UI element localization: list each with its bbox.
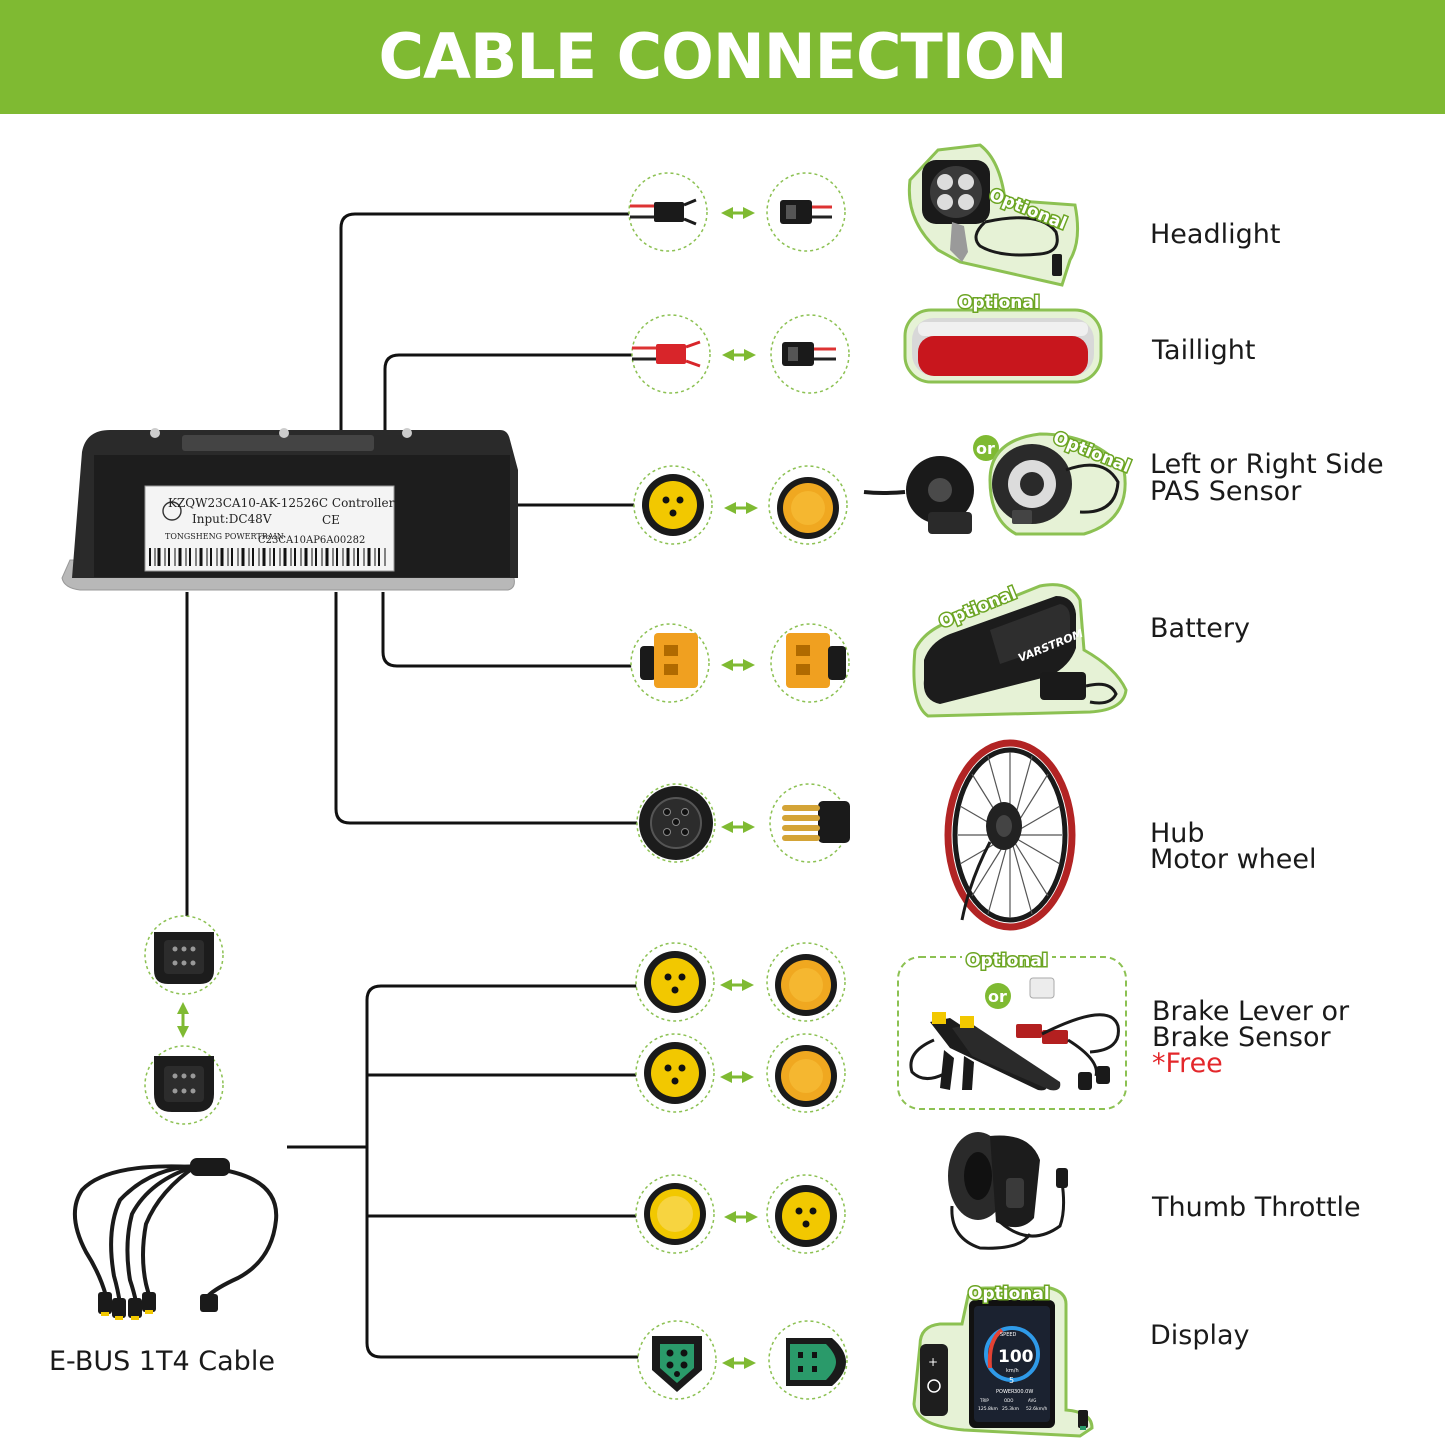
page-title: CABLE CONNECTION [378, 20, 1068, 93]
connector-icon [782, 801, 850, 843]
display-avg-label: AVG [1028, 1398, 1036, 1403]
connector-icon [639, 786, 713, 860]
label-display: Display [1150, 1320, 1250, 1351]
display-trip: 125.8km [978, 1406, 998, 1412]
wire-taillight [383, 353, 640, 430]
taillight-icon: Optional [903, 292, 1103, 384]
controller-input: Input:DC48V [192, 512, 272, 526]
connector-icon [782, 342, 836, 366]
connector-pair-battery [630, 623, 850, 703]
connector-pair-hub [636, 783, 850, 863]
wire-headlight [339, 212, 640, 430]
label-battery: Battery [1150, 613, 1250, 644]
label-taillight: Taillight [1152, 335, 1256, 366]
display-odo: 25.3km [1002, 1406, 1019, 1412]
connector-icon [786, 633, 846, 688]
label-brake-free: *Free [1152, 1048, 1223, 1079]
connector-pair-display [637, 1320, 848, 1400]
connector-icon [780, 200, 832, 224]
connector-icon [644, 1042, 706, 1104]
connector-pair-brake-2 [635, 1033, 846, 1113]
pas-sensor-icon: or Optional [863, 427, 1135, 536]
label-pas-line2: PAS Sensor [1150, 476, 1302, 507]
title-banner [0, 0, 1445, 114]
display-power-value: 300.0W [1014, 1389, 1033, 1395]
wire-battery [381, 592, 640, 668]
display-icon: + SPEED 100 km/h 5 POWER 300.0W TRIP ODO… [912, 1283, 1094, 1438]
connector-icon [777, 477, 839, 539]
headlight-icon: Optional [907, 143, 1080, 287]
connector-icon [640, 633, 698, 688]
wire-hub [334, 592, 642, 825]
controller-serial: C23CA10AP6A00282 [258, 535, 365, 546]
throttle-icon [948, 1132, 1068, 1250]
connector-pair-throttle [635, 1174, 846, 1254]
controller-model: KZQW23CA10-AK-12526C Controller [168, 496, 395, 510]
wires [185, 212, 642, 1359]
connector-icon [644, 1183, 706, 1245]
label-brake-line1: Brake Lever or [1152, 996, 1350, 1027]
label-brake-line2: Brake Sensor [1152, 1022, 1331, 1053]
ebus-connector-pair [144, 915, 224, 1125]
label-throttle: Thumb Throttle [1152, 1192, 1361, 1223]
display-power-label: POWER [996, 1389, 1015, 1395]
display-trip-label: TRIP [979, 1398, 989, 1403]
connector-icon [632, 340, 701, 368]
brake-lever-icon: Optional or [897, 948, 1127, 1110]
connector-pair-brake-1 [635, 942, 846, 1022]
wire-ebus-bus [365, 984, 640, 1359]
battery-icon: VARSTROM Optional [912, 582, 1128, 718]
label-ebus-cable: E-BUS 1T4 Cable [49, 1346, 275, 1377]
barcode [149, 548, 386, 566]
display-optional-badge: Optional [968, 1284, 1050, 1304]
connector-icon [652, 1336, 702, 1392]
connector-pair-taillight [631, 314, 850, 394]
brake-optional-badge: Optional [966, 951, 1048, 971]
connector-icon [644, 951, 706, 1013]
motor-wheel-icon [944, 739, 1076, 931]
label-headlight: Headlight [1150, 219, 1281, 250]
connector-pair-headlight [628, 172, 846, 252]
connector-pair-pas [633, 465, 848, 545]
connector-icon [786, 1338, 846, 1386]
pas-or-badge: or [976, 439, 995, 458]
brake-or-badge: or [988, 987, 1007, 1006]
connector-icon [642, 474, 704, 536]
connector-icon [775, 954, 837, 1016]
controller-ce: CE [322, 513, 340, 527]
connector-icon [775, 1185, 837, 1247]
svg-text:+: + [928, 1355, 938, 1369]
display-speed-unit: km/h [1006, 1368, 1019, 1374]
label-hub-line1: Hub [1150, 818, 1205, 849]
display-avg: 52.6km/h [1026, 1406, 1048, 1412]
connector-icon [775, 1045, 837, 1107]
connector-icon [630, 198, 697, 226]
display-speed-label: SPEED [1000, 1332, 1017, 1338]
display-speed: 100 [998, 1347, 1034, 1367]
taillight-optional-badge: Optional [958, 293, 1040, 313]
label-hub-line2: Motor wheel [1150, 844, 1317, 875]
cable-icon [72, 1158, 279, 1320]
connector-icon [154, 932, 214, 984]
display-assist: 5 [1009, 1376, 1014, 1385]
connector-icon [154, 1056, 214, 1112]
display-odo-label: ODO [1004, 1398, 1013, 1403]
controller-unit: KZQW23CA10-AK-12526C Controller Input:DC… [61, 428, 518, 591]
label-pas-line1: Left or Right Side [1150, 449, 1384, 480]
controller-maker: TONGSHENG POWERTRAIN [165, 532, 284, 541]
